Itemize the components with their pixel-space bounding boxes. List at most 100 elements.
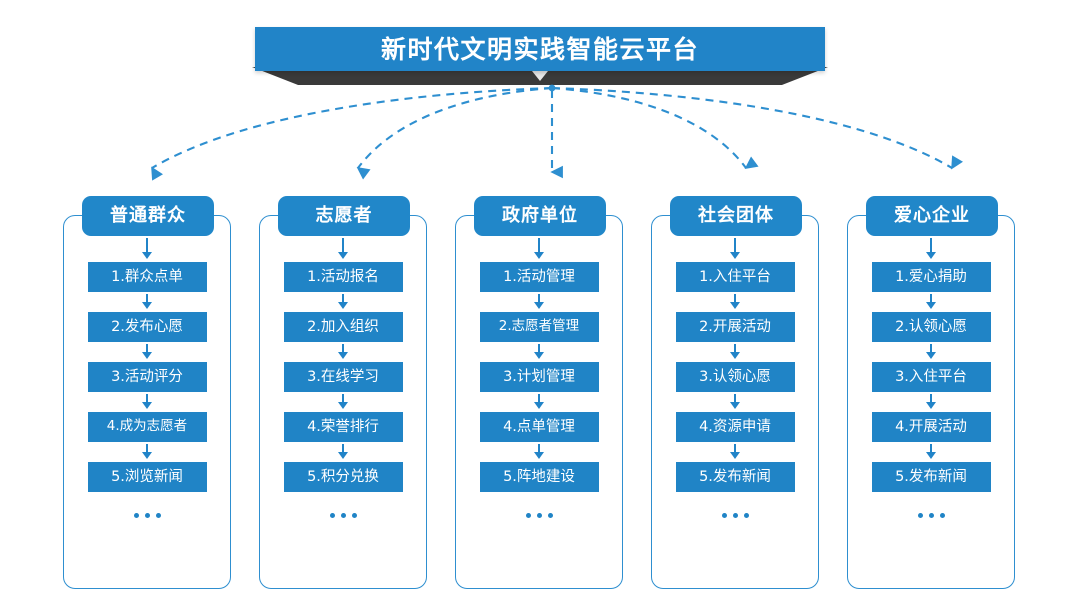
column-steps: 1.活动管理 2.志愿者管理 3.计划管理 4.点单管理 5.阵地建设 bbox=[455, 236, 623, 522]
step-item[interactable]: 3.活动评分 bbox=[87, 362, 207, 392]
column-header-government-unit[interactable]: 政府单位 bbox=[474, 196, 606, 236]
arrow-down-icon bbox=[926, 292, 936, 312]
arrow-down-icon bbox=[534, 342, 544, 362]
more-indicator bbox=[329, 508, 357, 522]
arrow-down-icon bbox=[926, 442, 936, 462]
step-item[interactable]: 4.荣誉排行 bbox=[283, 412, 403, 442]
column-header-general-public[interactable]: 普通群众 bbox=[82, 196, 214, 236]
step-item[interactable]: 2.认领心愿 bbox=[871, 312, 991, 342]
column-title: 政府单位 bbox=[502, 205, 578, 226]
step-item[interactable]: 5.浏览新闻 bbox=[87, 462, 207, 492]
more-indicator bbox=[525, 508, 553, 522]
arrow-down-icon bbox=[534, 236, 544, 262]
connector-to-column-4 bbox=[551, 86, 759, 170]
step-item[interactable]: 4.点单管理 bbox=[479, 412, 599, 442]
column-title: 社会团体 bbox=[698, 205, 774, 226]
page-title: 新时代文明实践智能云平台 bbox=[380, 34, 699, 64]
step-item[interactable]: 4.开展活动 bbox=[871, 412, 991, 442]
more-indicator bbox=[721, 508, 749, 522]
step-label: 2.认领心愿 bbox=[895, 318, 967, 335]
step-label: 3.认领心愿 bbox=[699, 368, 771, 385]
arrow-down-icon bbox=[534, 442, 544, 462]
step-item[interactable]: 1.活动报名 bbox=[283, 262, 403, 292]
arrow-down-icon bbox=[730, 236, 740, 262]
step-item[interactable]: 3.认领心愿 bbox=[675, 362, 795, 392]
step-item[interactable]: 1.爱心捐助 bbox=[871, 262, 991, 292]
step-item[interactable]: 5.发布新闻 bbox=[675, 462, 795, 492]
arrow-down-icon bbox=[534, 292, 544, 312]
role-column-general-public[interactable]: 普通群众 1.群众点单 2.发布心愿 3.活动评分 4.成为志愿者 5.浏览新闻 bbox=[63, 196, 233, 591]
column-header-caring-enterprise[interactable]: 爱心企业 bbox=[866, 196, 998, 236]
arrow-down-icon bbox=[142, 442, 152, 462]
column-steps: 1.活动报名 2.加入组织 3.在线学习 4.荣誉排行 5.积分兑换 bbox=[259, 236, 427, 522]
arrow-down-icon bbox=[338, 236, 348, 262]
step-item[interactable]: 1.群众点单 bbox=[87, 262, 207, 292]
arrow-down-icon bbox=[534, 392, 544, 412]
step-label: 5.发布新闻 bbox=[895, 468, 967, 485]
step-item[interactable]: 3.计划管理 bbox=[479, 362, 599, 392]
step-item[interactable]: 2.发布心愿 bbox=[87, 312, 207, 342]
column-header-social-group[interactable]: 社会团体 bbox=[670, 196, 802, 236]
connector-to-column-5 bbox=[551, 86, 963, 170]
arrow-down-icon bbox=[926, 342, 936, 362]
arrow-down-icon bbox=[730, 392, 740, 412]
step-item[interactable]: 5.积分兑换 bbox=[283, 462, 403, 492]
step-item[interactable]: 4.资源申请 bbox=[675, 412, 795, 442]
step-label: 3.活动评分 bbox=[111, 368, 183, 385]
column-title: 志愿者 bbox=[315, 205, 373, 226]
step-item[interactable]: 2.志愿者管理 bbox=[479, 312, 599, 342]
role-column-social-group[interactable]: 社会团体 1.入住平台 2.开展活动 3.认领心愿 4.资源申请 5.发布新闻 bbox=[651, 196, 821, 591]
platform-title-bar: 新时代文明实践智能云平台 bbox=[255, 27, 825, 71]
step-label: 2.开展活动 bbox=[699, 318, 771, 335]
arrow-down-icon bbox=[142, 342, 152, 362]
banner-ribbon-shadow bbox=[252, 67, 828, 85]
role-column-caring-enterprise[interactable]: 爱心企业 1.爱心捐助 2.认领心愿 3.入住平台 4.开展活动 5.发布新闻 bbox=[847, 196, 1017, 591]
step-label: 4.开展活动 bbox=[895, 418, 967, 435]
step-label: 4.资源申请 bbox=[699, 418, 771, 435]
role-column-volunteer[interactable]: 志愿者 1.活动报名 2.加入组织 3.在线学习 4.荣誉排行 5.积分兑换 bbox=[259, 196, 429, 591]
arrow-down-icon bbox=[142, 292, 152, 312]
step-item[interactable]: 1.入住平台 bbox=[675, 262, 795, 292]
arrow-down-icon bbox=[730, 442, 740, 462]
connector-to-column-1 bbox=[151, 86, 553, 181]
column-header-volunteer[interactable]: 志愿者 bbox=[278, 196, 410, 236]
step-item[interactable]: 3.入住平台 bbox=[871, 362, 991, 392]
arrow-down-icon bbox=[338, 442, 348, 462]
arrow-down-icon bbox=[926, 236, 936, 262]
step-label: 4.成为志愿者 bbox=[106, 418, 188, 435]
step-label: 5.发布新闻 bbox=[699, 468, 771, 485]
step-item[interactable]: 2.开展活动 bbox=[675, 312, 795, 342]
step-item[interactable]: 2.加入组织 bbox=[283, 312, 403, 342]
arrow-down-icon bbox=[338, 392, 348, 412]
column-title: 普通群众 bbox=[110, 205, 186, 226]
step-label: 1.活动报名 bbox=[307, 268, 379, 285]
step-item[interactable]: 4.成为志愿者 bbox=[87, 412, 207, 442]
step-item[interactable]: 1.活动管理 bbox=[479, 262, 599, 292]
step-label: 1.爱心捐助 bbox=[895, 268, 967, 285]
step-label: 5.阵地建设 bbox=[503, 468, 575, 485]
step-item[interactable]: 3.在线学习 bbox=[283, 362, 403, 392]
arrow-down-icon bbox=[142, 236, 152, 262]
step-label: 2.志愿者管理 bbox=[498, 318, 580, 335]
step-label: 2.加入组织 bbox=[307, 318, 379, 335]
step-label: 3.入住平台 bbox=[895, 368, 967, 385]
step-label: 3.计划管理 bbox=[503, 368, 575, 385]
step-label: 1.入住平台 bbox=[699, 268, 771, 285]
platform-banner: 新时代文明实践智能云平台 bbox=[0, 0, 1080, 95]
step-label: 5.积分兑换 bbox=[307, 468, 379, 485]
more-indicator bbox=[917, 508, 945, 522]
step-item[interactable]: 5.阵地建设 bbox=[479, 462, 599, 492]
step-label: 4.荣誉排行 bbox=[307, 418, 379, 435]
arrow-down-icon bbox=[926, 392, 936, 412]
step-label: 3.在线学习 bbox=[307, 368, 379, 385]
role-column-list: 普通群众 1.群众点单 2.发布心愿 3.活动评分 4.成为志愿者 5.浏览新闻… bbox=[0, 196, 1080, 596]
arrow-down-icon bbox=[338, 292, 348, 312]
column-steps: 1.入住平台 2.开展活动 3.认领心愿 4.资源申请 5.发布新闻 bbox=[651, 236, 819, 522]
column-title: 爱心企业 bbox=[894, 205, 970, 226]
step-label: 4.点单管理 bbox=[503, 418, 575, 435]
column-steps: 1.群众点单 2.发布心愿 3.活动评分 4.成为志愿者 5.浏览新闻 bbox=[63, 236, 231, 522]
arrow-down-icon bbox=[142, 392, 152, 412]
step-item[interactable]: 5.发布新闻 bbox=[871, 462, 991, 492]
role-column-government-unit[interactable]: 政府单位 1.活动管理 2.志愿者管理 3.计划管理 4.点单管理 5.阵地建设 bbox=[455, 196, 625, 591]
